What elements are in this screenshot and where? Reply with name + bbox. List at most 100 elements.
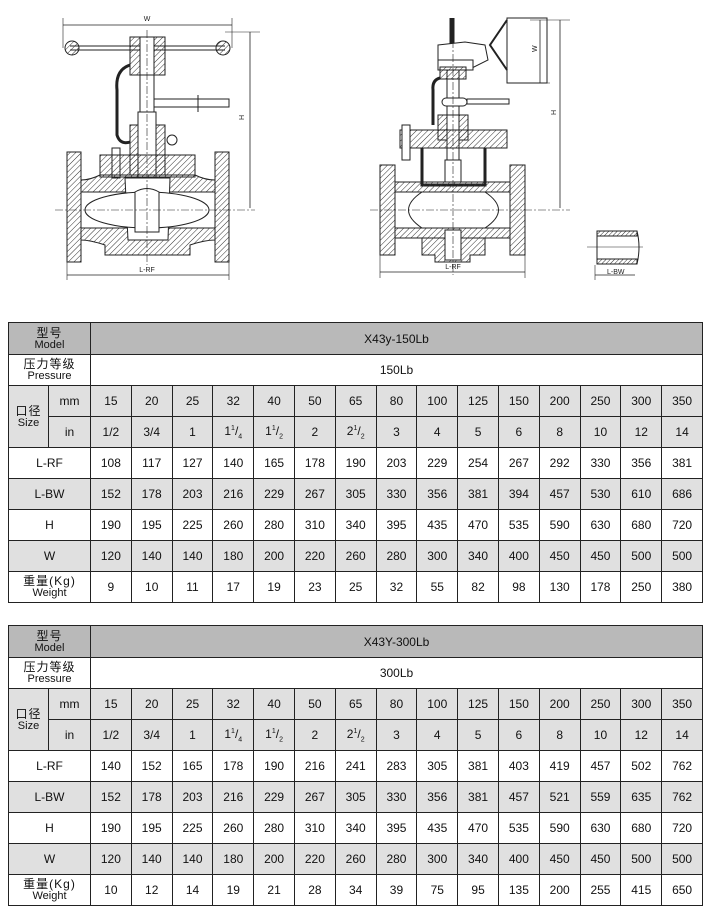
cell: 75: [416, 874, 459, 906]
pressure-value: 300Lb: [90, 657, 703, 689]
svg-text:H: H: [551, 110, 558, 115]
row-label: W: [8, 540, 91, 572]
cell: 55: [416, 571, 459, 603]
cell: 15: [90, 688, 132, 720]
cell: 200: [538, 874, 581, 906]
cell: 150: [497, 385, 540, 417]
cell: 350: [661, 688, 703, 720]
cell: 220: [293, 540, 336, 572]
cell: 650: [661, 874, 703, 906]
cell: 254: [457, 447, 499, 479]
cell: 241: [334, 750, 377, 782]
cell: 21/2: [334, 719, 377, 751]
cell: 125: [457, 688, 499, 720]
cell: 220: [293, 843, 336, 875]
cell: 2: [293, 416, 336, 448]
cell: 11: [171, 571, 214, 603]
cell: 150: [497, 688, 540, 720]
cell: 356: [416, 781, 459, 813]
table-row: W 120 140 140 180 200 220 260 280 300 34…: [8, 843, 703, 875]
cell: 300: [416, 540, 459, 572]
cell: 6: [497, 719, 540, 751]
cell: 203: [171, 781, 214, 813]
cell: 190: [90, 812, 132, 844]
cell: 82: [457, 571, 499, 603]
cell: 190: [253, 750, 295, 782]
table-row: W 120 140 140 180 200 220 260 280 300 34…: [8, 540, 703, 572]
mm-unit: mm: [48, 385, 91, 417]
cell: 11/2: [253, 719, 295, 751]
weight-row: 重量(Kg)Weight 10 12 14 19 21 28 34 39 75 …: [8, 874, 703, 906]
cell: 195: [130, 509, 173, 541]
cell: 680: [620, 812, 663, 844]
cell: 267: [293, 781, 336, 813]
cell: 10: [579, 719, 622, 751]
cell: 140: [130, 843, 173, 875]
cell: 130: [538, 571, 581, 603]
lever-plug-valve-diagram: W H: [30, 0, 280, 290]
cell: 255: [579, 874, 622, 906]
cell: 152: [130, 750, 173, 782]
in-unit: in: [48, 416, 91, 448]
cell: 450: [538, 843, 581, 875]
cell: 180: [212, 843, 255, 875]
cell: 521: [538, 781, 581, 813]
cell: 310: [293, 509, 336, 541]
cell: 80: [375, 688, 418, 720]
svg-text:L-RF: L-RF: [139, 267, 155, 274]
cell: 190: [90, 509, 132, 541]
cell: 435: [416, 812, 459, 844]
cell: 6: [497, 416, 540, 448]
cell: 8: [538, 416, 581, 448]
cell: 216: [212, 478, 255, 510]
cell: 178: [130, 478, 173, 510]
cell: 203: [171, 478, 214, 510]
cell: 165: [171, 750, 214, 782]
cell: 250: [579, 385, 622, 417]
pressure-value: 150Lb: [90, 354, 703, 386]
cell: 98: [497, 571, 540, 603]
row-label: H: [8, 509, 91, 541]
row-label: L-RF: [8, 750, 91, 782]
weight-label: 重量(Kg)Weight: [8, 874, 91, 906]
cell: 108: [90, 447, 132, 479]
cell: 381: [457, 750, 499, 782]
mm-unit: mm: [48, 688, 91, 720]
cell: 340: [457, 843, 499, 875]
cell: 178: [293, 447, 336, 479]
cell: 381: [661, 447, 703, 479]
cell: 19: [212, 874, 255, 906]
cell: 356: [416, 478, 459, 510]
cell: 178: [212, 750, 255, 782]
cell: 39: [375, 874, 418, 906]
cell: 305: [334, 781, 377, 813]
cell: 180: [212, 540, 255, 572]
cell: 610: [620, 478, 663, 510]
cell: 4: [416, 719, 459, 751]
cell: 300: [620, 688, 663, 720]
cell: 340: [334, 509, 377, 541]
cell: 21/2: [334, 416, 377, 448]
model-value: X43y-150Lb: [90, 322, 703, 355]
cell: 3: [375, 416, 418, 448]
model-value: X43Y-300Lb: [90, 625, 703, 658]
cell: 11/4: [212, 416, 255, 448]
cell: 14: [661, 719, 703, 751]
cell: 65: [334, 688, 377, 720]
cell: 403: [497, 750, 540, 782]
table-row: H 190 195 225 260 280 310 340 395 435 47…: [8, 812, 703, 844]
cell: 535: [497, 812, 540, 844]
cell: 15: [90, 385, 132, 417]
cell: 280: [375, 540, 418, 572]
cell: 178: [579, 571, 622, 603]
cell: 400: [497, 540, 540, 572]
cell: 340: [334, 812, 377, 844]
in-unit: in: [48, 719, 91, 751]
cell: 380: [661, 571, 703, 603]
cell: 225: [171, 812, 214, 844]
cell: 1/2: [90, 719, 132, 751]
